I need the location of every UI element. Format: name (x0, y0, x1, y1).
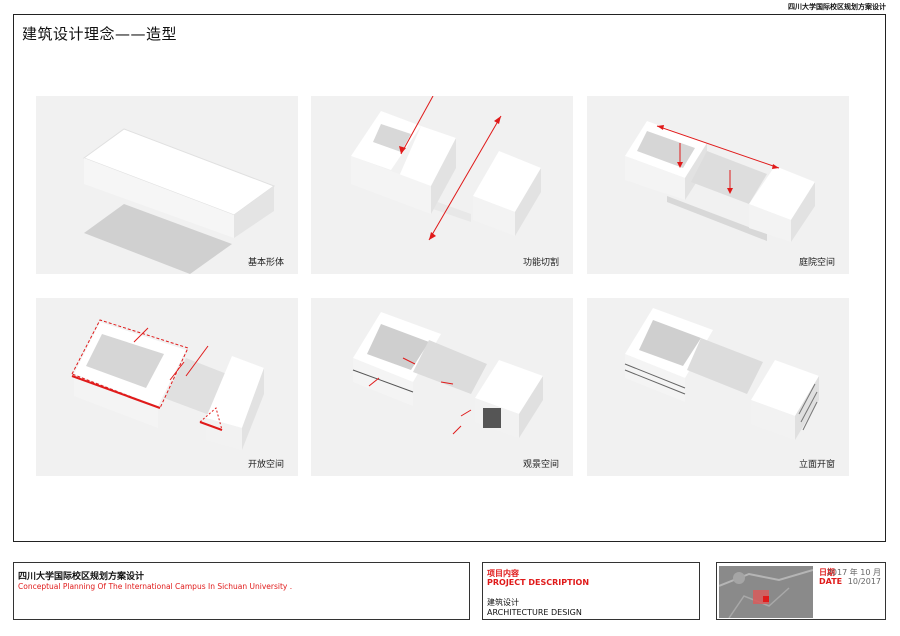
panel-facade-windows: 立面开窗 (587, 298, 849, 476)
description-label-cn: 项目内容 (487, 569, 519, 578)
facade-window-diagram (624, 308, 819, 440)
panel-courtyard-space: 庭院空间 (587, 96, 849, 274)
panel-caption: 基本形体 (247, 258, 284, 268)
panel-caption: 立面开窗 (798, 460, 835, 470)
base-massing-diagram (82, 128, 276, 274)
drawing-frame (13, 14, 886, 542)
site-map-icon (719, 566, 813, 618)
panel-caption: 观景空间 (522, 460, 559, 470)
panel-caption: 庭院空间 (798, 258, 835, 268)
description-en: ARCHITECTURE DESIGN (487, 608, 582, 617)
view-space-diagram (352, 312, 543, 438)
panel-basic-massing: 基本形体 (36, 96, 298, 274)
footer-description-box: 项目内容 PROJECT DESCRIPTION 建筑设计 ARCHITECTU… (482, 562, 700, 620)
panel-function-cut: 功能切割 (311, 96, 573, 274)
footer-project-box: 四川大学国际校区规划方案设计 Conceptual Planning Of Th… (13, 562, 470, 620)
sheet-title: 建筑设计理念——造型 (22, 25, 178, 43)
footer-date-box: 日期 DATE 2017 年 10 月 10/2017 (716, 562, 886, 620)
date-label-cn: 日期 (819, 568, 835, 577)
panel-open-space: 开放空间 (36, 298, 298, 476)
courtyard-space-diagram (625, 121, 815, 242)
function-cut-diagram (351, 96, 541, 241)
date-en: 10/2017 (847, 577, 881, 586)
panel-caption: 功能切割 (522, 258, 559, 268)
panel-caption: 开放空间 (247, 460, 284, 470)
description-cn: 建筑设计 (487, 598, 519, 607)
header-project-title: 四川大学国际校区规划方案设计 (788, 3, 886, 11)
project-title-cn: 四川大学国际校区规划方案设计 (18, 572, 145, 582)
description-label-en: PROJECT DESCRIPTION (487, 578, 590, 587)
panel-view-space: 观景空间 (311, 298, 573, 476)
open-space-diagram (71, 319, 264, 450)
site-map-thumbnail (719, 566, 813, 618)
date-label-en: DATE (819, 577, 843, 586)
project-title-en: Conceptual Planning Of The International… (18, 582, 293, 591)
date-cn: 2017 年 10 月 (826, 568, 881, 577)
